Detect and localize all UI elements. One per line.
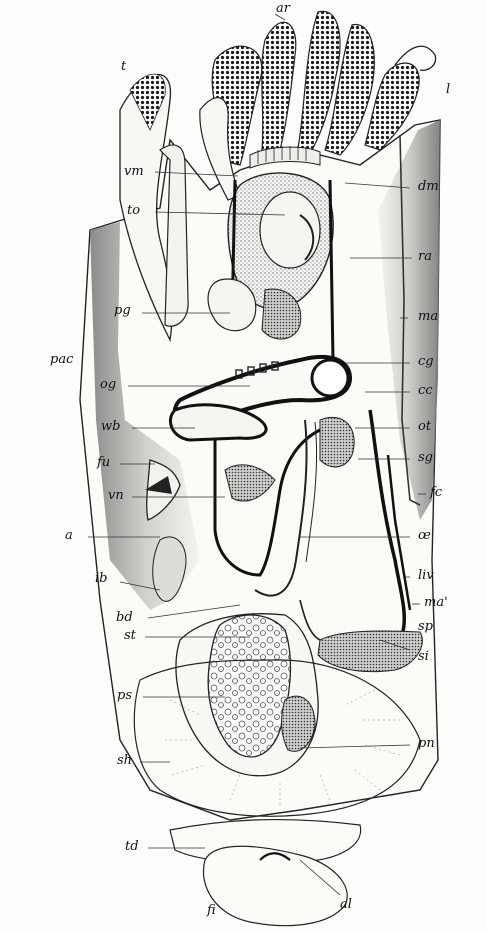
label-bd: bd [116, 611, 133, 624]
label-oe: œ [418, 529, 431, 542]
spleen [318, 631, 422, 672]
label-ma2: ma' [424, 596, 448, 609]
label-fi: fi [207, 904, 216, 917]
label-ib: ib [95, 572, 107, 585]
cerebral-ganglion [312, 360, 348, 396]
label-dm: dm [418, 180, 439, 193]
label-ma: ma [418, 310, 438, 323]
label-t: t [121, 60, 126, 73]
label-fc: fc [430, 486, 442, 499]
label-cg: cg [418, 355, 434, 368]
optic-tract [320, 417, 354, 467]
label-pac: pac [50, 353, 73, 366]
arm-2 [262, 22, 296, 150]
label-cc: cc [418, 384, 433, 397]
label-al: al [340, 898, 352, 911]
label-pg: pg [114, 304, 131, 317]
label-liv: liv [418, 569, 434, 582]
label-ar: ar [276, 2, 290, 15]
label-ot: ot [418, 420, 431, 433]
label-sg: sg [418, 451, 433, 464]
label-sh: sh [117, 754, 132, 767]
label-ra: ra [418, 250, 432, 263]
label-ps: ps [117, 689, 132, 702]
label-wb: wb [101, 420, 120, 433]
label-a: a [65, 529, 73, 542]
label-st: st [124, 629, 136, 642]
label-og: og [100, 378, 116, 391]
label-sp: sp [418, 620, 433, 633]
label-to: to [127, 204, 140, 217]
label-vn: vn [108, 489, 124, 502]
label-pn: pn [418, 737, 435, 750]
label-si: si [418, 650, 429, 663]
label-fu: fu [97, 456, 110, 469]
label-td: td [125, 840, 139, 853]
label-vm: vm [124, 165, 144, 178]
label-l: l [446, 83, 450, 96]
